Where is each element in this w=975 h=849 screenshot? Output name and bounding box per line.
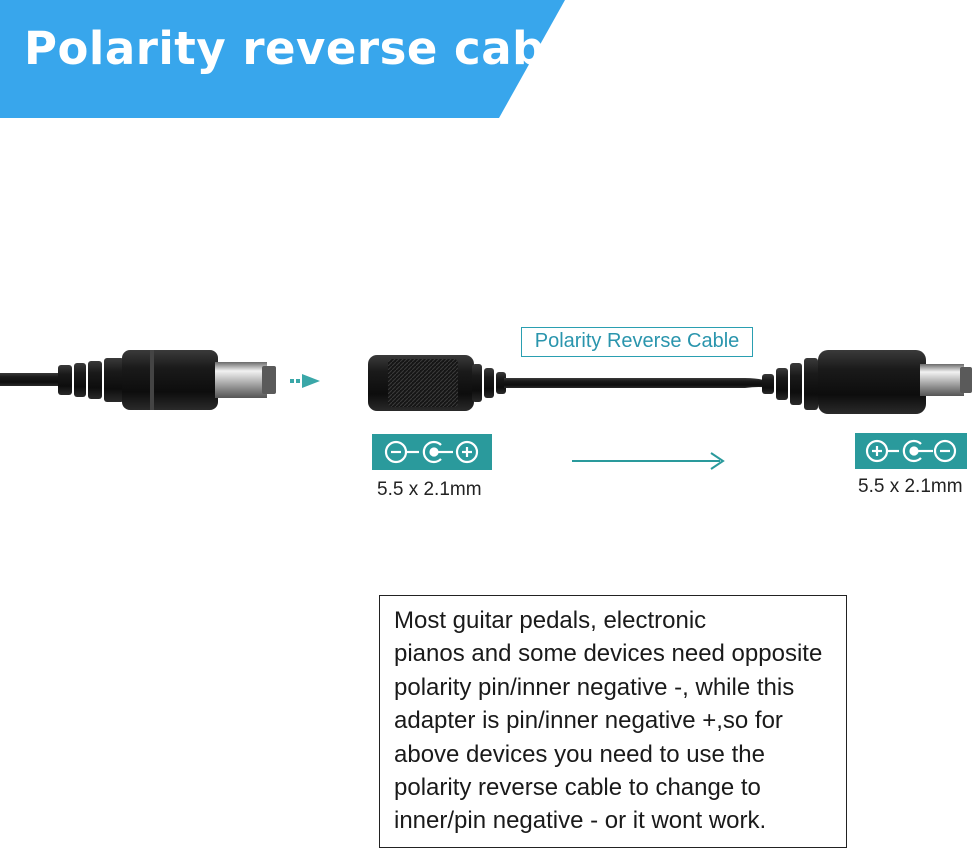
title-banner — [0, 0, 565, 118]
left-connector-size: 5.5 x 2.1mm — [377, 479, 482, 500]
cable-illustration — [0, 350, 972, 414]
right-connector-size: 5.5 x 2.1mm — [858, 476, 963, 497]
plug-in-arrow — [290, 374, 320, 388]
cable-label: Polarity Reverse Cable — [521, 327, 753, 357]
direction-arrow-icon — [572, 452, 725, 470]
description-box: Most guitar pedals, electronic pianos an… — [379, 595, 847, 848]
adapter-plug — [0, 350, 276, 410]
center-negative-polarity-icon — [372, 434, 492, 470]
banner-title: Polarity reverse cable — [24, 22, 592, 75]
reverse-cable — [368, 350, 972, 414]
center-positive-polarity-icon — [855, 433, 967, 469]
